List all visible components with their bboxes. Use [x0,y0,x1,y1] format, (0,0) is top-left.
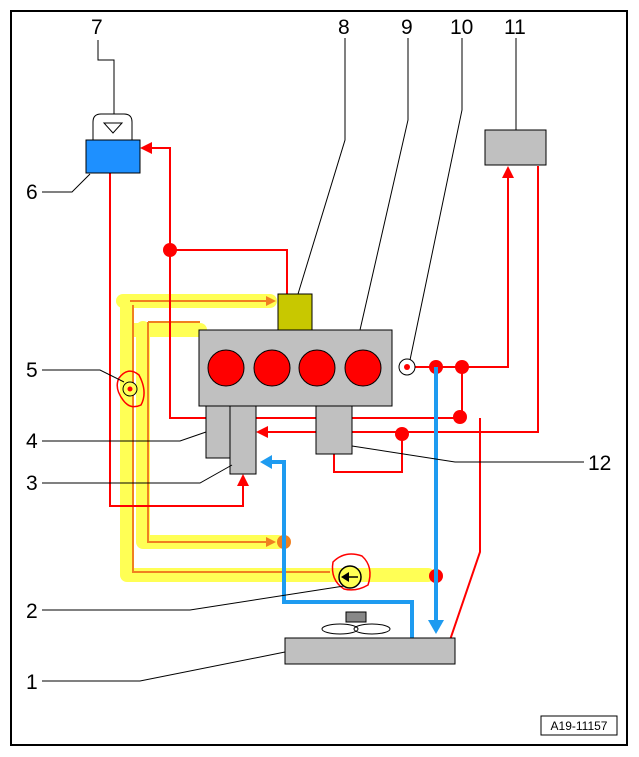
cylinders [207,349,382,387]
callout-label-3: 3 [26,472,38,495]
radiator-fan [321,611,391,635]
callout-label-4: 4 [26,430,38,453]
arrowhead-blue [428,620,444,634]
callout-label-5: 5 [26,359,38,382]
temperature-sender-inner [404,364,410,370]
component-12 [315,405,353,455]
callout-label-10: 10 [450,16,473,39]
tank-cap [92,113,133,140]
leader-lines [42,38,584,682]
callout-label-11: 11 [504,16,526,39]
arrowhead-blue [260,455,272,469]
callout-label-2: 2 [26,600,38,623]
arrowhead-red [140,142,152,154]
component-4 [205,405,233,459]
sensor-5-dot [127,386,133,392]
component-3 [229,405,257,475]
callout-label-12: 12 [588,452,611,475]
callout-label-8: 8 [338,16,350,39]
radiator [284,637,456,665]
pump-2-outline [331,553,371,591]
thermostat-valve [277,293,313,331]
expansion-tank [85,139,141,174]
arrowhead-red [502,166,514,178]
flow-arrowhead [266,296,276,306]
callout-label-6: 6 [26,181,38,204]
heater-heat-exchanger [484,129,547,166]
red-coolant-lines [109,147,539,641]
callout-label-7: 7 [91,16,103,39]
tank-cap-symbol [102,122,124,134]
sensor-5-outline [116,370,145,408]
reference-code: A19-11157 [551,719,608,733]
pump-2-arrow [341,572,349,582]
callout-label-1: 1 [26,671,38,694]
reference-box [540,715,618,736]
flow-arrowhead [266,537,276,547]
arrowhead-red [237,474,249,486]
blue-coolant-lines [270,367,438,640]
arrowhead-red [256,426,268,438]
callout-label-9: 9 [401,16,413,39]
